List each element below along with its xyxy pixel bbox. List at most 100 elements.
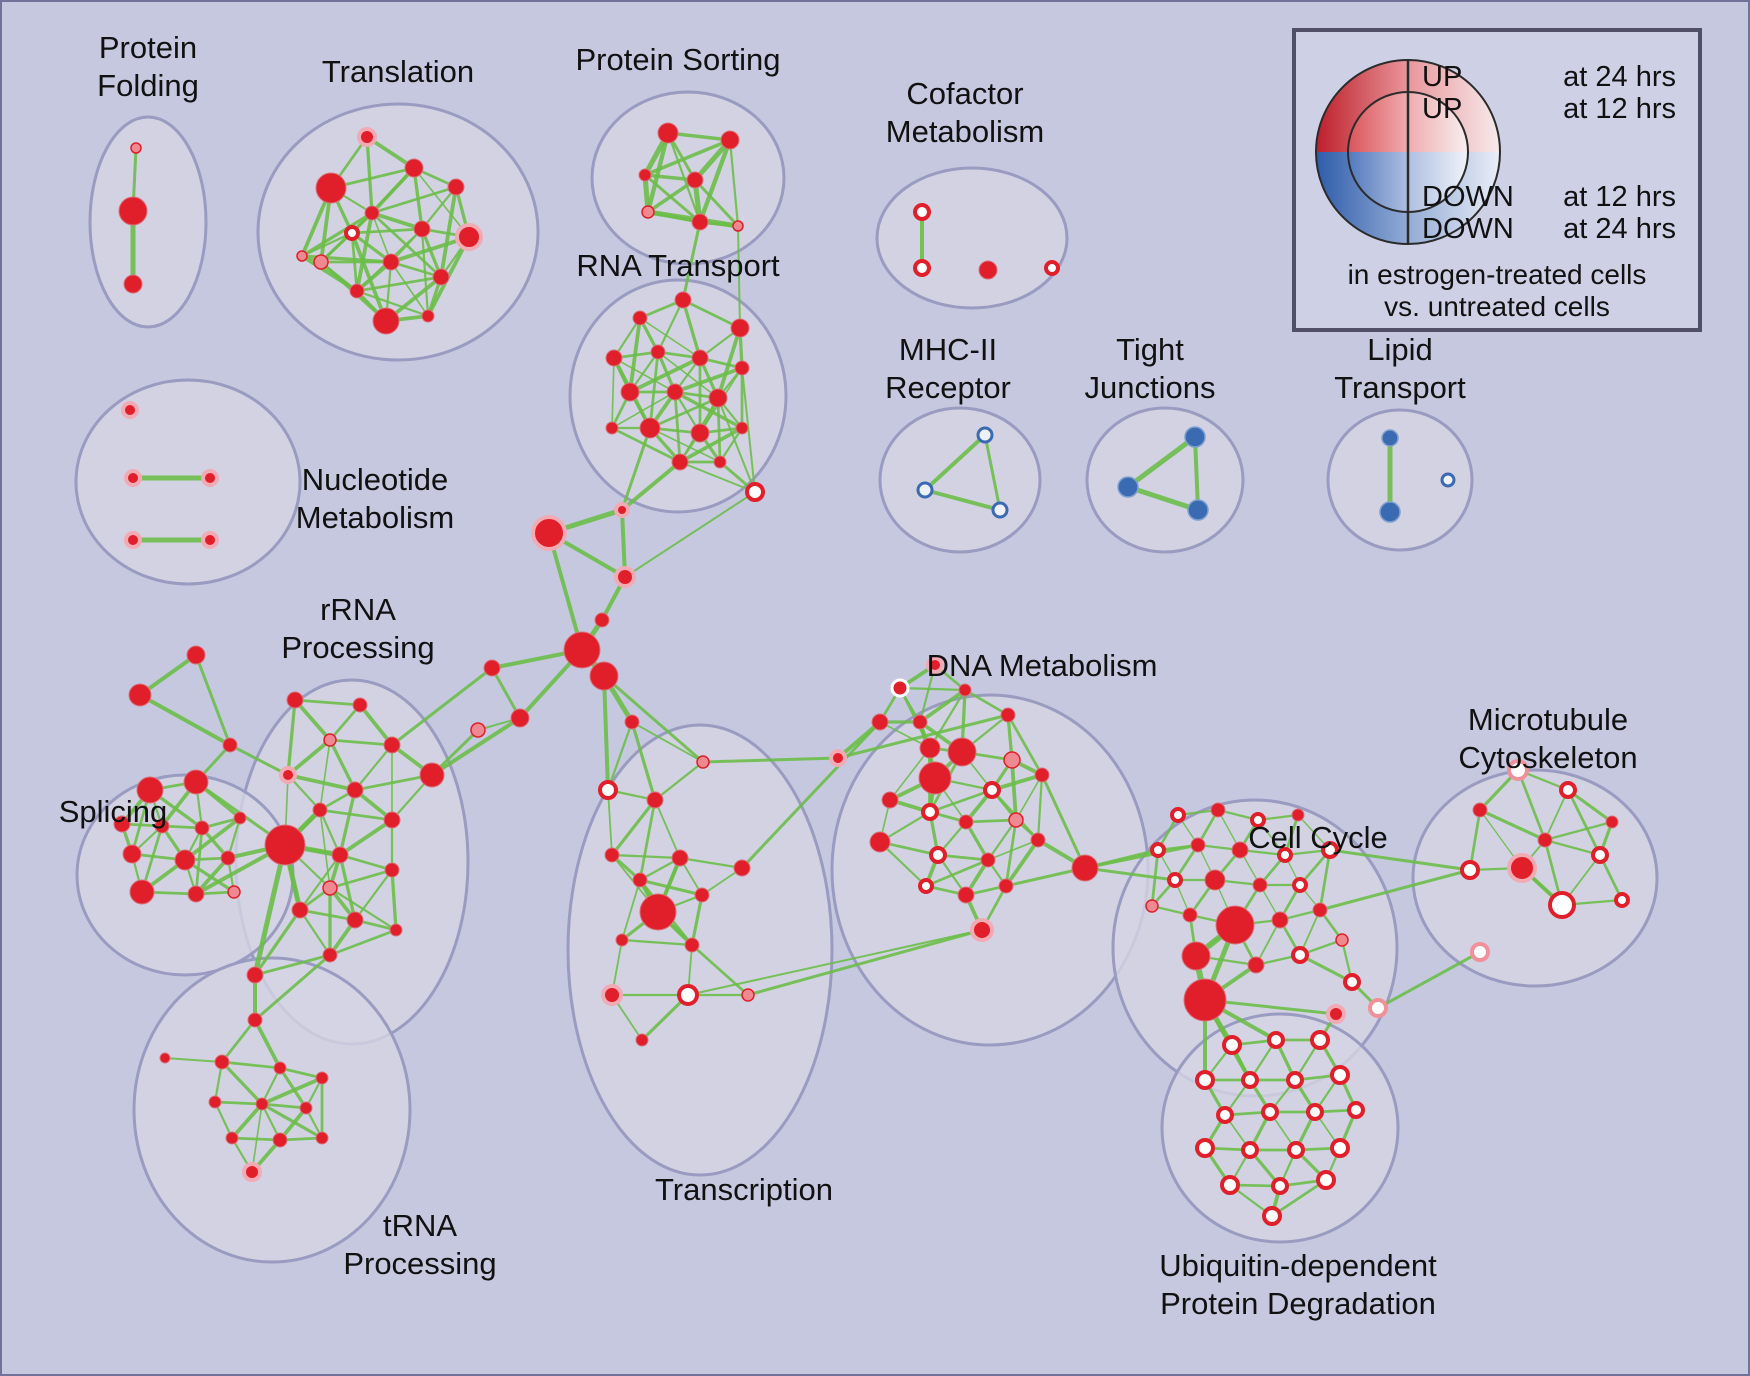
gene-node [829, 749, 847, 767]
gene-node [983, 781, 1001, 799]
gene-node [225, 1131, 239, 1145]
network-edge [643, 173, 702, 224]
network-edge [701, 756, 840, 764]
gene-node [483, 659, 501, 677]
cluster-label-tight-junctions: Tight [1116, 332, 1184, 367]
network-edge [746, 928, 984, 997]
network-edge [648, 350, 660, 430]
network-edge [1318, 868, 1472, 912]
cluster-label-rna-transport: RNA Transport [576, 248, 780, 283]
gene-node [296, 250, 308, 262]
network-edge [621, 879, 641, 941]
gene-node [624, 714, 640, 730]
network-edge [328, 928, 398, 957]
gene-node [1605, 815, 1619, 829]
gene-node [421, 309, 435, 323]
gene-node [264, 824, 306, 866]
cluster-ellipse-translation [256, 102, 540, 362]
gene-node [1252, 877, 1268, 893]
network-edge [350, 227, 424, 235]
network-edge [649, 427, 721, 463]
gene-node [121, 401, 139, 419]
gene-node [1347, 1101, 1365, 1119]
gene-node [1241, 1071, 1259, 1089]
cluster-ellipse-mhc-ii-receptor [878, 406, 1042, 554]
network-edge [430, 716, 522, 777]
network-edge [924, 858, 990, 888]
gene-node [589, 661, 619, 691]
network-edge [300, 231, 354, 258]
network-edge [319, 739, 331, 811]
network-edge [213, 1100, 234, 1140]
network-edge [690, 893, 704, 947]
network-edge [638, 798, 657, 882]
gene-node [1271, 911, 1289, 929]
network-edge [610, 426, 682, 464]
network-edge [678, 856, 744, 870]
gene-node [998, 878, 1014, 894]
cluster-label-tight-junctions: Junctions [1085, 370, 1216, 405]
legend-footer-line: vs. untreated cells [1384, 291, 1610, 322]
gene-node [970, 918, 994, 942]
gene-node [734, 360, 750, 376]
gene-node [1316, 1170, 1336, 1190]
gene-node [686, 171, 704, 189]
gene-node [1368, 998, 1388, 1018]
gene-node [1381, 429, 1399, 447]
gene-node [1195, 1070, 1215, 1090]
gene-node [1183, 978, 1227, 1022]
network-edge [630, 720, 657, 802]
gene-node [1267, 1031, 1285, 1049]
network-edge [681, 220, 702, 302]
network-edge [183, 816, 242, 862]
gene-node [741, 988, 755, 1002]
network-edge [918, 663, 937, 724]
gene-node [364, 205, 380, 221]
network-edge [717, 397, 756, 493]
gene-node [1559, 781, 1577, 799]
network-edge [679, 461, 756, 493]
gene-node [531, 515, 567, 551]
network-edge [420, 185, 458, 231]
cluster-label-transcription: Transcription [655, 1172, 833, 1207]
gene-node [691, 349, 709, 367]
cluster-label-rrna-processing: Processing [281, 630, 434, 665]
gene-node [1343, 973, 1361, 991]
gene-node [246, 966, 264, 984]
network-edge [389, 260, 443, 279]
cluster-label-ubiquitin-degradation: Ubiquitin-dependent [1159, 1248, 1437, 1283]
network-edge [286, 698, 297, 777]
gene-node [1326, 1004, 1346, 1024]
legend-time-label: at 12 hrs [1563, 93, 1676, 125]
network-edge [1543, 838, 1602, 857]
network-edge [654, 799, 681, 859]
network-edge [220, 1018, 257, 1064]
gene-node [183, 769, 209, 795]
network-edge [610, 853, 682, 860]
legend-direction-label: DOWN [1422, 181, 1514, 213]
gene-node [174, 849, 196, 871]
network-edge [413, 167, 470, 238]
network-edge [252, 842, 288, 978]
network-edge [547, 531, 584, 652]
network-edge [260, 1102, 308, 1110]
gene-node [1614, 892, 1630, 908]
gene-node [1145, 899, 1159, 913]
gene-node [1379, 501, 1401, 523]
gene-node [286, 691, 304, 709]
gene-node [419, 762, 445, 788]
gene-node [1204, 869, 1226, 891]
network-edge [928, 688, 967, 750]
gene-node [124, 469, 142, 487]
network-edge [1125, 434, 1198, 490]
gene-node [201, 469, 219, 487]
gene-node [639, 417, 661, 439]
gene-node [233, 811, 247, 825]
network-edge [638, 878, 704, 897]
gene-node [313, 254, 329, 270]
gene-node [890, 678, 910, 698]
gene-node [735, 421, 749, 435]
gene-node [1330, 1138, 1350, 1158]
network-edge [298, 908, 357, 922]
